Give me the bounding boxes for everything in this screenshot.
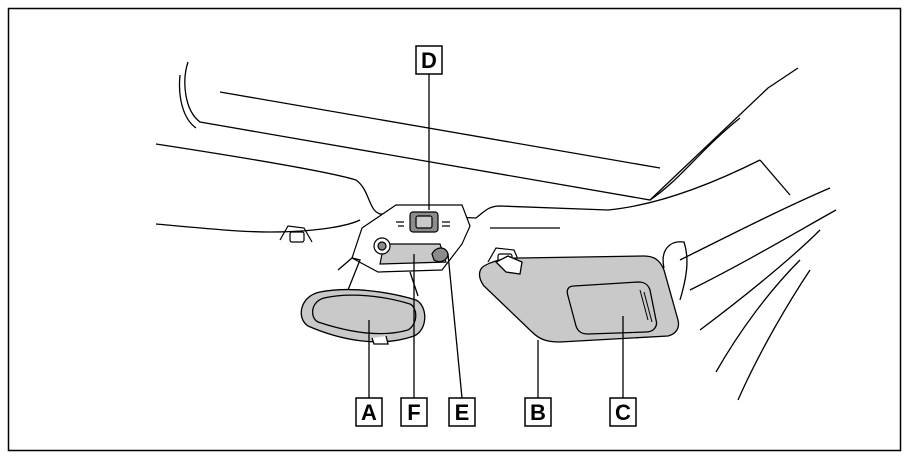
label-c-box: C bbox=[609, 397, 637, 427]
label-d-box: D bbox=[415, 45, 443, 75]
label-f-box: F bbox=[400, 397, 428, 427]
roof-outline bbox=[155, 61, 837, 401]
label-a-box: A bbox=[355, 397, 383, 427]
label-b: B bbox=[530, 400, 546, 425]
label-c: C bbox=[615, 400, 631, 425]
overhead-console bbox=[351, 204, 471, 273]
lamp-e bbox=[431, 247, 449, 263]
label-e: E bbox=[455, 400, 470, 425]
panel-f bbox=[379, 243, 447, 265]
sun-visor bbox=[478, 241, 688, 343]
callout-leaders bbox=[368, 74, 624, 399]
label-a: A bbox=[361, 400, 377, 425]
vanity-mirror bbox=[566, 281, 658, 335]
label-e-box: E bbox=[448, 397, 476, 427]
diagram-border bbox=[7, 7, 902, 452]
label-f: F bbox=[407, 400, 420, 425]
label-b-box: B bbox=[524, 397, 552, 427]
label-d: D bbox=[421, 48, 437, 73]
grab-handle-left bbox=[279, 225, 313, 243]
